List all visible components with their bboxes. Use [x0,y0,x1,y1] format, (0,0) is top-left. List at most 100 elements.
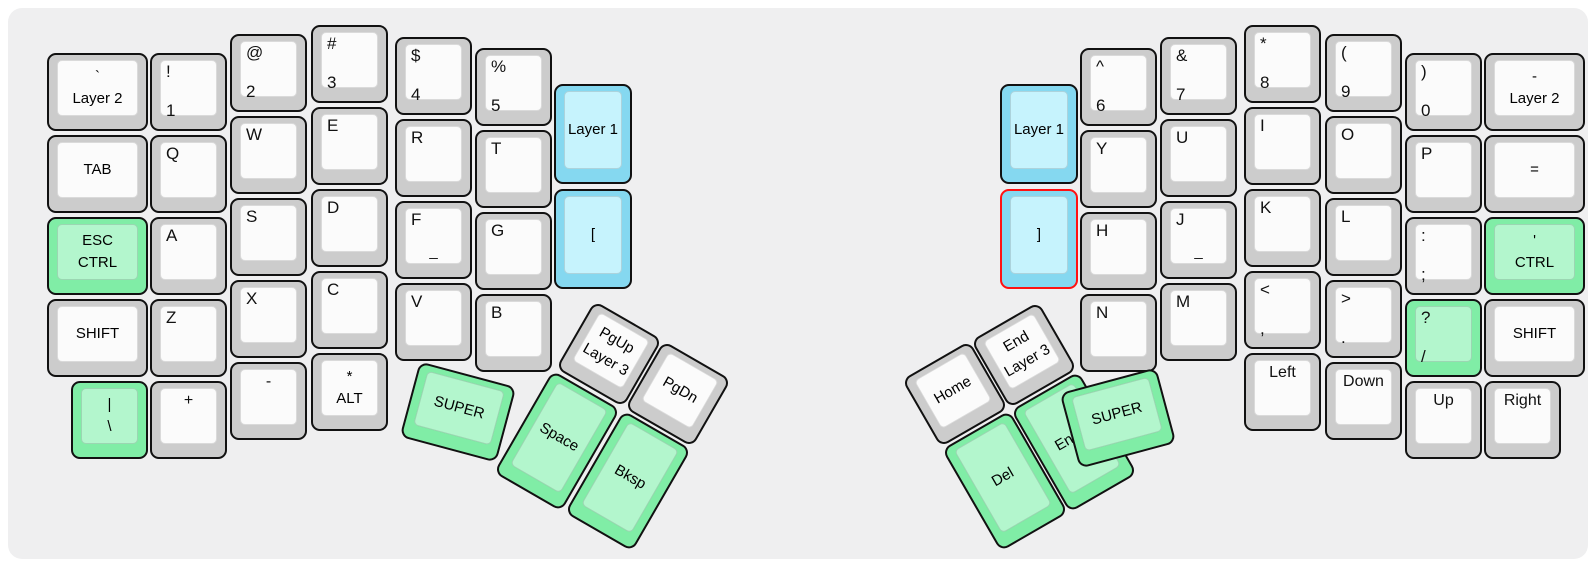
key-e[interactable]: E [311,107,388,185]
key-layer1-left[interactable]: Layer 1 [554,84,632,184]
key-4[interactable]: $4 [395,37,472,115]
key-0[interactable]: )0 [1405,53,1482,131]
key-super-left[interactable]: SUPER [399,361,517,463]
key-arrow-down[interactable]: Down [1325,362,1402,440]
key-6[interactable]: ^6 [1080,48,1157,126]
key-c-label-tl: C [327,280,340,299]
key-arrow-right-label-tc: Right [1503,392,1542,409]
key-right-shift[interactable]: SHIFT [1484,299,1585,377]
key-g-label-tl: G [491,221,505,240]
key-q[interactable]: Q [150,135,227,213]
key-d[interactable]: D [311,189,388,267]
key-5[interactable]: %5 [475,48,552,126]
key-pipe-backslash[interactable]: |\ [71,381,148,459]
key-h[interactable]: H [1080,212,1157,290]
key-l[interactable]: L [1325,198,1402,276]
key-left-bracket-label-line: [ [590,225,596,243]
key-x[interactable]: X [230,280,307,358]
key-period[interactable]: >. [1325,280,1402,358]
key-b-surface [485,301,542,357]
key-j[interactable]: J_ [1160,201,1237,279]
key-tab[interactable]: TAB [47,135,148,213]
key-minus-layer2-label-line: - [1532,67,1537,85]
key-quote-ctrl[interactable]: 'CTRL [1484,217,1585,295]
key-space-label-line: Space [536,418,583,455]
key-6-label-tl: ^ [1096,57,1104,76]
key-k-surface [1254,196,1311,252]
key-u-surface [1170,126,1227,182]
key-p[interactable]: P [1405,135,1482,213]
key-comma[interactable]: <, [1244,271,1321,349]
key-i[interactable]: I [1244,107,1321,185]
key-quote-ctrl-label-line: ' [1533,231,1536,249]
key-g[interactable]: G [475,212,552,290]
key-v[interactable]: V [395,283,472,361]
key-m[interactable]: M [1160,283,1237,361]
key-semicolon[interactable]: :; [1405,217,1482,295]
key-question-slash-label-tl: ? [1421,308,1431,327]
key-2-label-tl: @ [246,43,264,62]
key-a[interactable]: A [150,217,227,295]
key-pgdn-label-line: PgDn [659,373,701,407]
key-w-label-tl: W [246,125,263,144]
key-z[interactable]: Z [150,299,227,377]
key-t[interactable]: T [475,130,552,208]
key-arrow-down-label-tc: Down [1343,373,1384,390]
key-1[interactable]: !1 [150,53,227,131]
key-7-label-tl: & [1176,46,1188,65]
key-layer1-right[interactable]: Layer 1 [1000,84,1078,184]
key-6-surface [1090,55,1147,111]
key-r[interactable]: R [395,119,472,197]
key-arrow-up[interactable]: Up [1405,381,1482,459]
key-right-bracket[interactable]: ] [1000,189,1078,289]
key-u[interactable]: U [1160,119,1237,197]
key-arrow-right-surface [1494,388,1551,444]
key-2[interactable]: @2 [230,34,307,112]
key-y[interactable]: Y [1080,130,1157,208]
key-1-label-ml: 1 [166,101,176,120]
key-minus-layer2[interactable]: - Layer 2 [1484,53,1585,131]
key-minus-layer2-label-line: Layer 2 [1509,89,1560,107]
key-plus[interactable]: + [150,381,227,459]
key-left-shift[interactable]: SHIFT [47,299,148,377]
key-8[interactable]: *8 [1244,25,1321,103]
key-3[interactable]: #3 [311,25,388,103]
key-minus[interactable]: - [230,362,307,440]
key-equals-surface [1494,142,1575,198]
key-arrow-right[interactable]: Right [1484,381,1561,459]
key-right-bracket-label: ] [1002,191,1076,278]
key-pipe-backslash-label-line: | [107,395,112,413]
key-f-label-tl: F [411,210,422,229]
key-e-surface [321,114,378,170]
key-layer1-left-label: Layer 1 [556,86,630,173]
key-9[interactable]: (9 [1325,34,1402,112]
key-question-slash[interactable]: ?/ [1405,299,1482,377]
key-7[interactable]: &7 [1160,37,1237,115]
key-right-shift-surface [1494,306,1575,362]
key-esc-ctrl-surface [57,224,138,280]
key-f[interactable]: F_ [395,201,472,279]
key-left-bracket[interactable]: [ [554,189,632,289]
key-x-surface [240,287,297,343]
key-w[interactable]: W [230,116,307,194]
key-layer1-right-label: Layer 1 [1002,86,1076,173]
key-esc-ctrl-label-line: CTRL [77,253,118,271]
key-s[interactable]: S [230,198,307,276]
key-b[interactable]: B [475,294,552,372]
key-equals[interactable]: = [1484,135,1585,213]
key-h-label-tl: H [1096,221,1109,240]
key-c[interactable]: C [311,271,388,349]
key-tab-label: TAB [49,137,146,202]
key-f-surface [405,208,462,264]
key-arrow-left[interactable]: Left [1244,353,1321,431]
key-s-label-tl: S [246,207,258,226]
key-n[interactable]: N [1080,294,1157,372]
key-k[interactable]: K [1244,189,1321,267]
key-star-alt[interactable]: *ALT [311,353,388,431]
key-o[interactable]: O [1325,116,1402,194]
key-a-label-tl: A [166,226,178,245]
key-z-label-tl: Z [166,308,177,327]
key-grave-layer2[interactable]: `Layer 2 [47,53,148,131]
